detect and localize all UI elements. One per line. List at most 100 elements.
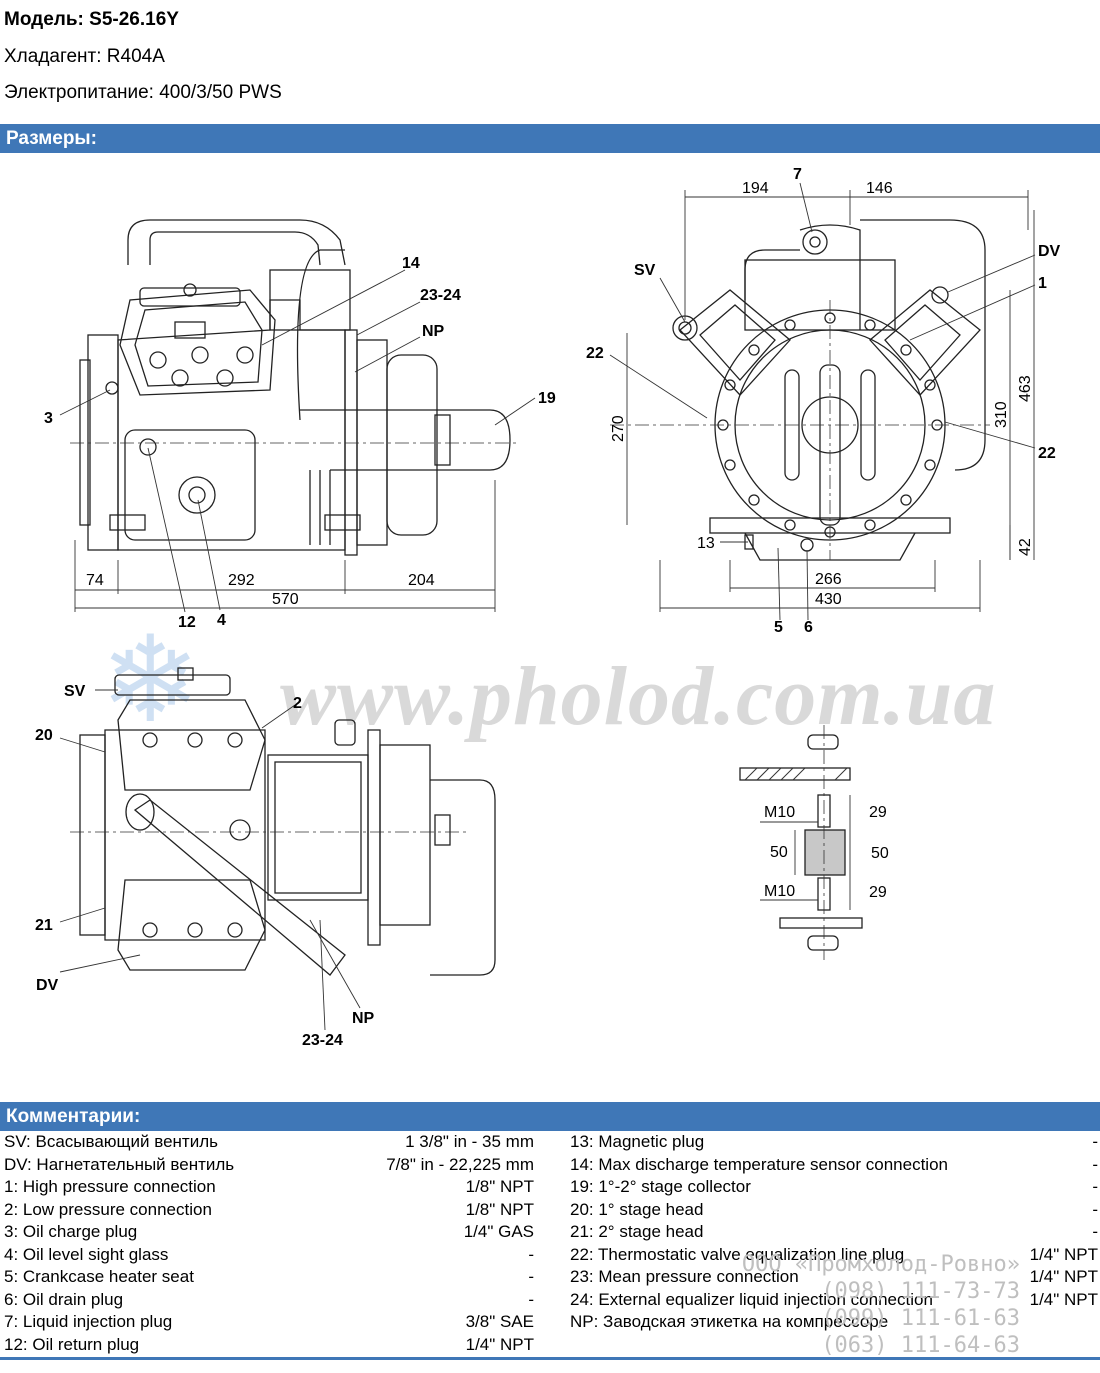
side-view bbox=[672, 219, 986, 561]
table-row: NP: Заводская этикетка на компрессоре bbox=[570, 1311, 1098, 1333]
callout-front-14: 14 bbox=[402, 255, 420, 272]
dim-side-270: 270 bbox=[610, 415, 627, 442]
row-key: 22: Thermostatic valve equalization line… bbox=[570, 1244, 905, 1264]
row-key: 3: Oil charge plug bbox=[4, 1222, 138, 1241]
watermark-phone-3: (063) 111-64-63 bbox=[821, 1333, 1020, 1358]
row-value: 1/4" NPT bbox=[1029, 1244, 1098, 1264]
watermark-phone-1: (098) 111-73-73 bbox=[821, 1279, 1020, 1304]
row-key: 14: Max discharge temperature sensor con… bbox=[570, 1154, 948, 1174]
callout-front-12: 12 bbox=[178, 614, 196, 631]
row-key: 20: 1° stage head bbox=[570, 1199, 704, 1219]
row-value: - bbox=[1092, 1154, 1098, 1174]
callout-top-23-24: 23-24 bbox=[302, 1032, 343, 1049]
row-key: 2: Low pressure connection bbox=[4, 1199, 212, 1219]
row-key: 24: External equalizer liquid injection … bbox=[570, 1289, 933, 1309]
callout-side-13: 13 bbox=[697, 535, 715, 552]
callout-side-6: 6 bbox=[804, 619, 813, 636]
table-row: SV: Всасывающий вентиль 1 3/8" in - 35 mm bbox=[4, 1131, 534, 1153]
watermark-site: www.pholod.com.ua bbox=[280, 650, 997, 743]
row-key: 6: Oil drain plug bbox=[4, 1289, 124, 1309]
comments-section-title: Комментарии: bbox=[6, 1106, 141, 1127]
dim-mount-29-top: 29 bbox=[869, 804, 887, 821]
table-row: 14: Max discharge temperature sensor con… bbox=[570, 1154, 1098, 1176]
row-value: 1/4" NPT bbox=[1029, 1289, 1098, 1309]
row-value: 1/4" GAS bbox=[463, 1222, 534, 1241]
row-value: - bbox=[1092, 1132, 1098, 1151]
dimensions-section-header: Размеры: bbox=[0, 124, 1100, 153]
row-value: 1/4" NPT bbox=[465, 1334, 534, 1354]
dim-mount-29-bottom: 29 bbox=[869, 884, 887, 901]
callout-side-22-right: 22 bbox=[1038, 445, 1056, 462]
dim-mount-m10-top: M10 bbox=[764, 804, 795, 821]
dim-side-266: 266 bbox=[815, 571, 842, 588]
dim-front-204: 204 bbox=[408, 572, 435, 589]
table-row: 12: Oil return plug 1/4" NPT bbox=[4, 1334, 534, 1356]
top-view bbox=[79, 667, 496, 976]
table-row: 24: External equalizer liquid injection … bbox=[570, 1289, 1098, 1311]
row-key: 7: Liquid injection plug bbox=[4, 1312, 173, 1331]
table-row: 21: 2° stage head - bbox=[570, 1221, 1098, 1243]
table-row: 13: Magnetic plug - bbox=[570, 1131, 1098, 1153]
dim-mount-50-left: 50 bbox=[770, 844, 788, 861]
row-key: 1: High pressure connection bbox=[4, 1177, 216, 1196]
dim-side-463: 463 bbox=[1017, 375, 1034, 402]
dim-front-292: 292 bbox=[228, 572, 255, 589]
row-key: 12: Oil return plug bbox=[4, 1334, 140, 1354]
dim-mount-50-right: 50 bbox=[871, 845, 889, 862]
callout-top-2: 2 bbox=[293, 695, 302, 712]
row-key: SV: Всасывающий вентиль bbox=[4, 1132, 218, 1151]
washer-hatch bbox=[744, 767, 848, 781]
callout-top-sv: SV bbox=[64, 683, 86, 700]
dim-side-430: 430 bbox=[815, 591, 842, 608]
callout-side-7: 7 bbox=[793, 166, 802, 183]
dim-mount-m10-bottom: M10 bbox=[764, 883, 795, 900]
table-row: 2: Low pressure connection 1/8" NPT bbox=[4, 1199, 534, 1221]
power-line: Электропитание: 400/3/50 PWS bbox=[4, 82, 282, 103]
mount-detail bbox=[739, 734, 863, 951]
row-key: 4: Oil level sight glass bbox=[4, 1244, 169, 1264]
refrigerant-line: Хладагент: R404A bbox=[4, 46, 165, 67]
row-key: 5: Crankcase heater seat bbox=[4, 1267, 194, 1286]
row-value: 1/8" NPT bbox=[465, 1199, 534, 1219]
callout-front-23-24: 23-24 bbox=[420, 287, 461, 304]
comments-section-header: Комментарии: bbox=[0, 1102, 1100, 1131]
table-row: 22: Thermostatic valve equalization line… bbox=[570, 1244, 1098, 1266]
callout-side-1: 1 bbox=[1038, 275, 1047, 292]
callout-top-20: 20 bbox=[35, 727, 53, 744]
row-key: 21: 2° stage head bbox=[570, 1222, 704, 1241]
row-key: 13: Magnetic plug bbox=[570, 1132, 705, 1151]
table-row: 20: 1° stage head- bbox=[570, 1199, 1098, 1221]
callout-top-np: NP bbox=[352, 1010, 375, 1027]
row-value: - bbox=[528, 1267, 534, 1286]
callout-front-4: 4 bbox=[217, 612, 226, 629]
callout-top-dv: DV bbox=[36, 977, 59, 994]
dim-side-310: 310 bbox=[993, 401, 1010, 428]
row-value: - bbox=[528, 1244, 534, 1264]
row-key: 19: 1°-2° stage collector bbox=[570, 1177, 751, 1196]
callout-top-21: 21 bbox=[35, 917, 53, 934]
row-value: - bbox=[528, 1289, 534, 1309]
dim-side-194: 194 bbox=[742, 180, 769, 197]
dim-side-146: 146 bbox=[866, 180, 893, 197]
watermark-phone-2: (099) 111-61-63 bbox=[821, 1306, 1020, 1331]
row-value: 7/8" in - 22,225 mm bbox=[386, 1154, 534, 1174]
dim-side-42: 42 bbox=[1017, 538, 1034, 556]
table-row: 5: Crankcase heater seat - bbox=[4, 1266, 534, 1288]
dim-front-74: 74 bbox=[86, 572, 104, 589]
callout-side-5: 5 bbox=[774, 619, 783, 636]
row-value: 1 3/8" in - 35 mm bbox=[405, 1132, 534, 1151]
bottom-rule bbox=[0, 1357, 1100, 1360]
callout-front-3: 3 bbox=[44, 410, 53, 427]
callout-side-22-left: 22 bbox=[586, 345, 604, 362]
table-row: 19: 1°-2° stage collector- bbox=[570, 1176, 1098, 1198]
row-key: 23: Mean pressure connection bbox=[570, 1267, 799, 1286]
callout-side-sv: SV bbox=[634, 262, 656, 279]
technical-drawing: 14 23-24 NP 19 3 12 4 7 SV DV 1 22 22 5 … bbox=[35, 166, 1061, 1049]
dim-front-570: 570 bbox=[272, 591, 299, 608]
row-value: - bbox=[1092, 1222, 1098, 1241]
table-row: 6: Oil drain plug - bbox=[4, 1289, 534, 1311]
